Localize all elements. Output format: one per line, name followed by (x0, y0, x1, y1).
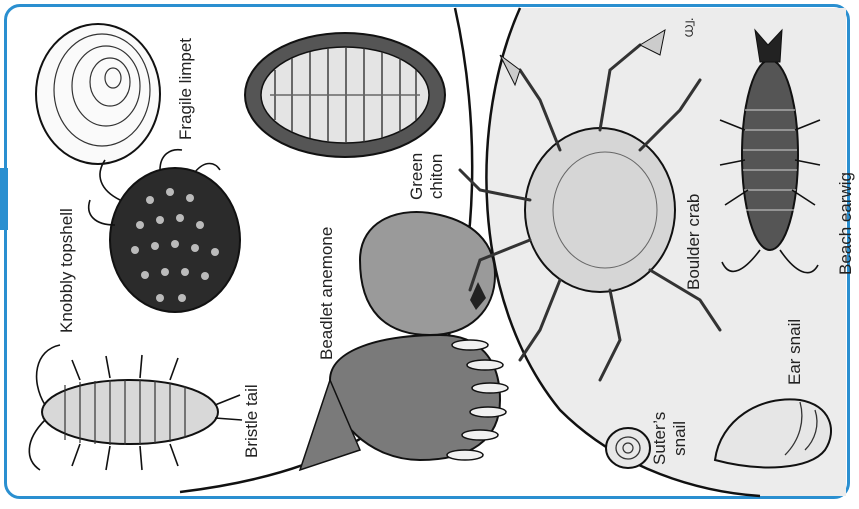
suters-snail-drawing (606, 428, 650, 468)
label-ear-snail: Ear snail (785, 319, 805, 385)
label-suters-snail: Suter’s snail (650, 412, 689, 465)
label-beadlet-anemone: Beadlet anemone (317, 227, 337, 360)
label-green-chiton: Green chiton (407, 153, 446, 200)
artist-signature: ധ്വ. (680, 17, 697, 38)
label-fragile-limpet: Fragile limpet (176, 38, 196, 140)
label-suters-snail-line2: snail (670, 412, 690, 465)
label-bristle-tail: Bristle tail (242, 384, 262, 458)
green-chiton-drawing (245, 33, 445, 157)
label-green-chiton-line2: chiton (427, 153, 447, 200)
label-boulder-crab: Boulder crab (684, 194, 704, 290)
label-knobbly-topshell: Knobbly topshell (57, 208, 77, 333)
label-suters-snail-line1: Suter’s (650, 412, 670, 465)
bristle-tail-drawing (29, 345, 242, 470)
knobbly-topshell-drawing (89, 150, 240, 312)
label-beach-earwig: Beach earwig (836, 172, 856, 275)
label-green-chiton-line1: Green (407, 153, 427, 200)
fragile-limpet-drawing (36, 24, 160, 164)
